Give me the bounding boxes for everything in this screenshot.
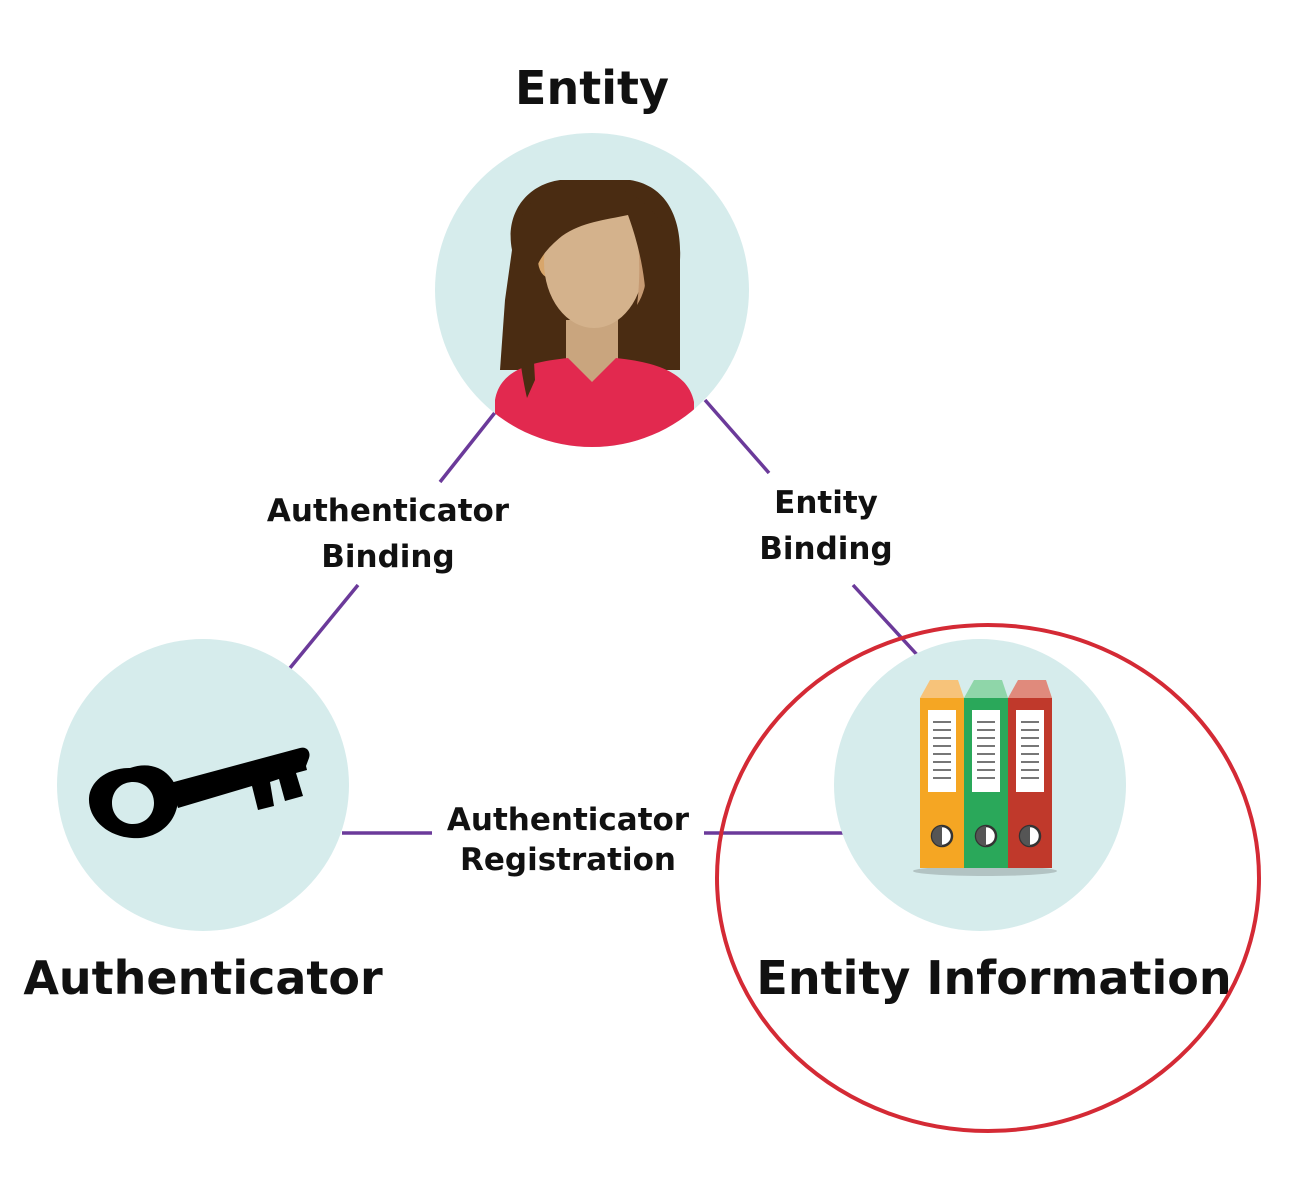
edge-label-entity-binding: Entity Binding [759,480,892,572]
authenticator-registration-line2: Registration [459,842,676,878]
authenticator-binding-line1: Authenticator [266,493,510,529]
highlight-ring [715,623,1261,1133]
edge-label-authenticator-registration: Authenticator Registration [447,800,689,880]
binder-green [964,680,1008,868]
connector-lines [288,398,922,835]
entity-node: Entity [435,61,749,447]
authenticator-registration-line1: Authenticator [446,802,690,838]
connector-entity-to-info-lower [851,583,922,660]
entity-title: Entity [515,61,669,115]
authenticator-binding-line2: Binding [321,539,455,575]
entity-information-title: Entity Information [756,951,1231,1005]
binders-icon [913,680,1057,876]
entity-binding-line1: Entity [774,485,878,521]
edge-label-authenticator-binding: Authenticator Binding [267,488,509,580]
binder-red [1008,680,1052,868]
binder-orange [920,680,964,868]
entity-information-node: Entity Information [756,639,1232,1005]
entity-binding-line2: Binding [759,531,893,567]
key-icon [88,747,310,839]
authenticator-node: Authenticator [23,639,383,1005]
connector-entity-to-authenticator-upper [438,408,499,484]
connector-entity-to-authenticator-lower [288,583,360,670]
connector-entity-to-info-upper [703,398,771,475]
authenticator-title: Authenticator [23,951,383,1005]
person-icon [495,180,694,447]
